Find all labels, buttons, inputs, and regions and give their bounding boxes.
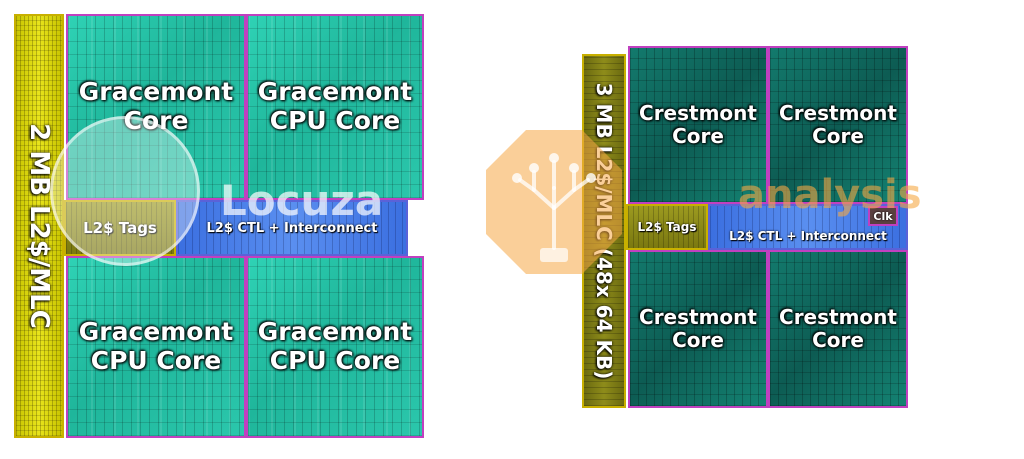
gracemont-core-top-right: Gracemont CPU Core <box>246 14 424 200</box>
core-label: Gracemont CPU Core <box>257 77 413 135</box>
clk-block: Clk <box>868 206 898 226</box>
l2-tags-label: L2$ Tags <box>637 220 697 234</box>
core-label: Gracemont CPU Core <box>257 317 413 375</box>
core-label: Crestmont Core <box>779 305 897 352</box>
interconnect-label: L2$ CTL + Interconnect <box>206 220 378 236</box>
right-watermark-text: analysis <box>738 172 922 218</box>
gracemont-core-bottom-right: Gracemont CPU Core <box>246 256 424 438</box>
crestmont-core-bottom-right: Crestmont Core <box>768 250 908 408</box>
left-watermark-circle-icon <box>50 116 200 266</box>
core-label: Crestmont Core <box>639 305 757 352</box>
crestmont-die: 3 MB L2$/MLC (48x 64 KB) Crestmont Core … <box>582 46 910 410</box>
left-l2-cache-block: 2 MB L2$/MLC <box>14 14 64 438</box>
crestmont-core-bottom-left: Crestmont Core <box>628 250 768 408</box>
right-interconnect-block: L2$ CTL + Interconnect <box>708 204 908 250</box>
core-label: Crestmont Core <box>779 101 897 148</box>
core-label: Crestmont Core <box>639 101 757 148</box>
clk-label: Clk <box>873 209 893 223</box>
crestmont-core-top-left: Crestmont Core <box>628 46 768 204</box>
right-watermark-logo-icon <box>486 130 622 274</box>
crestmont-core-top-right: Crestmont Core <box>768 46 908 204</box>
left-watermark-text: Locuza <box>220 176 384 225</box>
left-interconnect-block: L2$ CTL + Interconnect <box>176 200 408 256</box>
core-label: Gracemont CPU Core <box>78 317 234 375</box>
gracemont-core-bottom-left: Gracemont CPU Core <box>66 256 246 438</box>
left-l2-cache-label: 2 MB L2$/MLC <box>24 123 54 329</box>
interconnect-label: L2$ CTL + Interconnect <box>729 229 887 243</box>
right-l2-tags-block: L2$ Tags <box>626 204 708 250</box>
